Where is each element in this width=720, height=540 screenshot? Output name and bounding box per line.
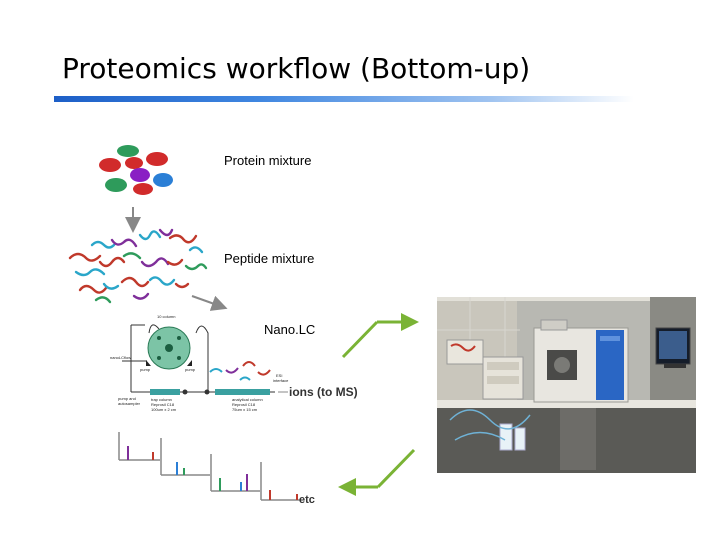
ions-label: ions (to MS) — [289, 385, 358, 399]
nanolc-label: Nano.LC — [264, 322, 316, 337]
valve-left-label: pump — [140, 367, 151, 372]
green-arrows — [338, 313, 419, 496]
esi-label: ESI — [276, 373, 282, 378]
arrow-right-icon — [191, 295, 228, 311]
peptide-squiggles — [68, 228, 208, 304]
mass-spectrum-icon — [118, 432, 300, 501]
slide-title: Proteomics workflow (Bottom-up) — [62, 52, 531, 85]
protein-mixture-label: Protein mixture — [224, 153, 312, 168]
trap-sub2: 100um x 2 cm — [151, 407, 177, 412]
valve-right-label: pump — [185, 367, 196, 372]
instrument-photo — [437, 297, 696, 473]
pump-sub: autosampler — [118, 401, 141, 406]
analytical-sub1: Reprosil C18 — [232, 402, 256, 407]
trap-sub1: Reprosil C18 — [151, 402, 175, 407]
lc-left-label: nanoLCflow — [110, 355, 131, 360]
peptide-mixture-label: Peptide mixture — [224, 251, 315, 266]
trap-label: trap column — [151, 397, 172, 402]
esi-sub: interface — [273, 378, 289, 383]
title-underline — [54, 96, 634, 102]
analytical-sub2: 75um x 15 cm — [232, 407, 258, 412]
pump-label: pump and — [118, 396, 136, 401]
lc-top-label: 10 column — [157, 314, 175, 319]
etc-label: etc — [299, 494, 315, 506]
analytical-label: analytical column — [232, 397, 263, 402]
protein-blob-icon — [99, 145, 173, 195]
lc-schematic: 10 column nanoLCflow pump pump ESI inter… — [110, 314, 289, 412]
